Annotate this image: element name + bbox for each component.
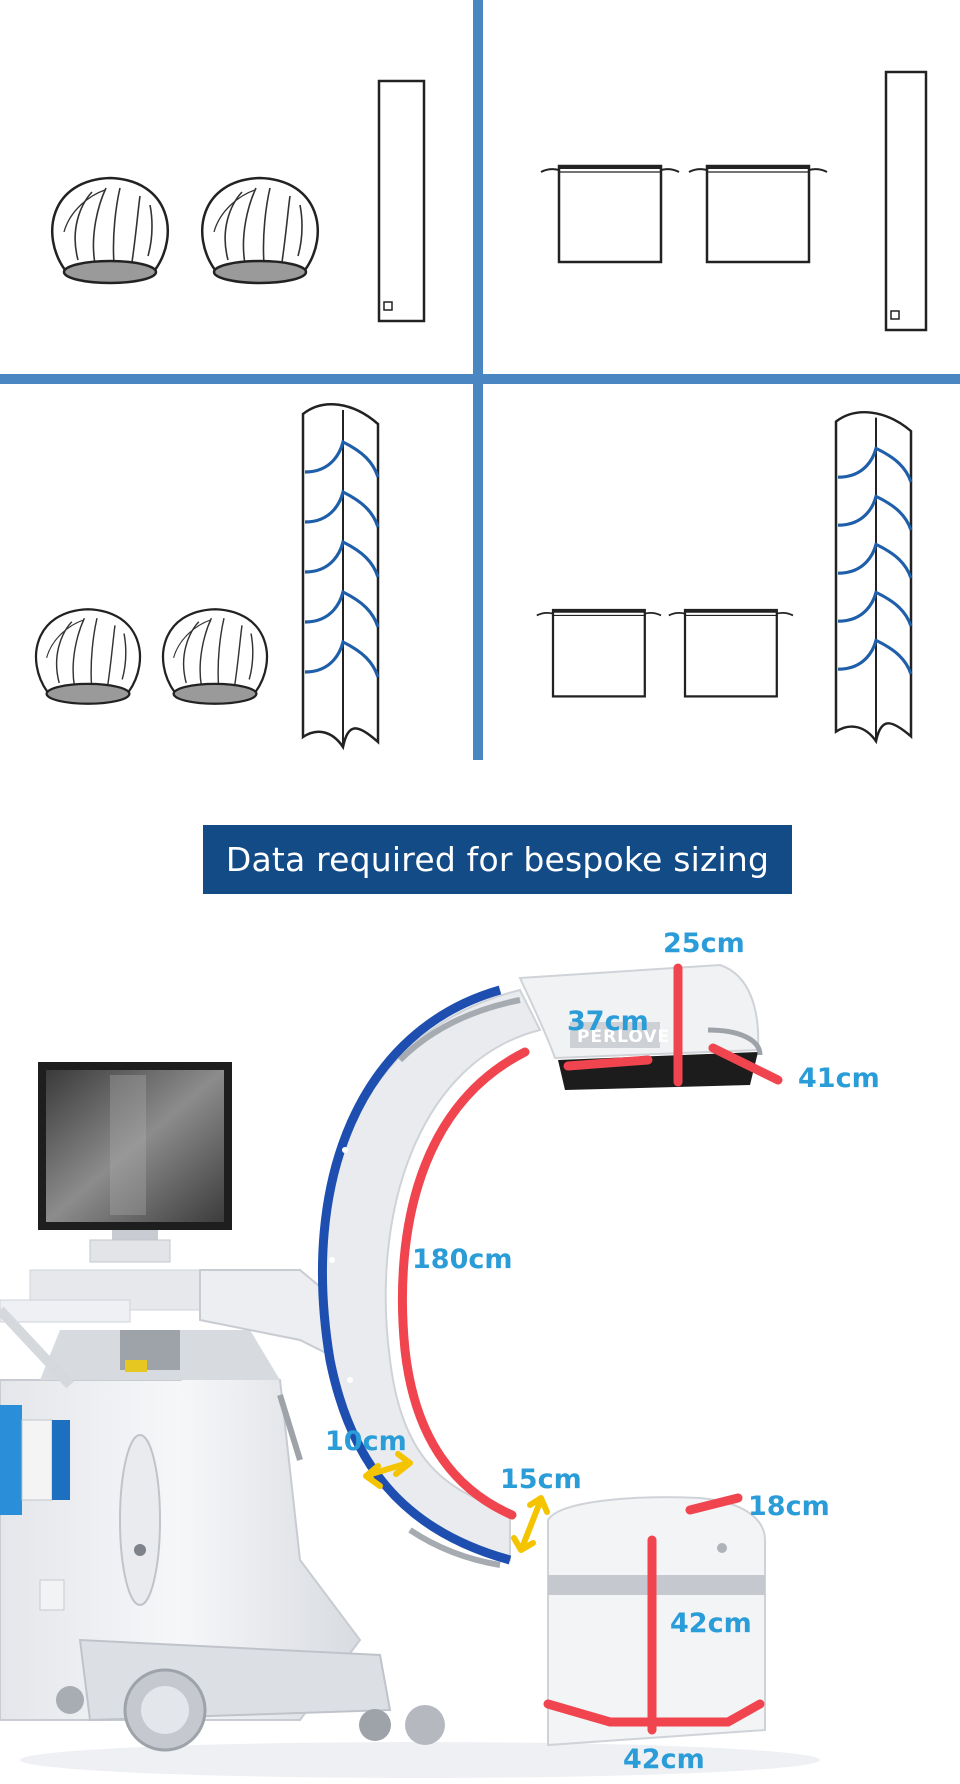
bouffant-cover-icon <box>200 176 320 285</box>
c-arm <box>317 985 542 1568</box>
label-arc-length: 180cm <box>412 1244 513 1275</box>
label-tube-height: 42cm <box>670 1608 752 1639</box>
label-tube-width: 42cm <box>623 1744 705 1775</box>
product-grid <box>0 0 960 760</box>
bouffant-cover-icon <box>34 608 142 705</box>
panel-top-left <box>50 79 426 323</box>
arm-thickness-arrow-icon <box>511 1495 550 1553</box>
label-detector-width: 37cm <box>567 1006 649 1037</box>
brand-label: PERLOVE <box>577 1027 670 1047</box>
panel-top-right <box>539 70 928 332</box>
measure-tube-width <box>543 1699 765 1727</box>
banner-title: Data required for bespoke sizing <box>225 840 770 879</box>
arc-width-arrow-icon <box>363 1451 413 1489</box>
bouffant-cover-icon <box>50 176 170 285</box>
yellow-arrows <box>363 1451 550 1553</box>
drape-strip-icon <box>884 70 928 332</box>
measure-arc-length <box>397 1047 530 1520</box>
section-banner: Data required for bespoke sizing <box>203 825 792 894</box>
arm-sleeve-icon <box>834 410 913 743</box>
arm-sleeve-icon <box>301 402 380 749</box>
monitor <box>38 1062 232 1263</box>
label-tube-depth: 18cm <box>748 1491 830 1522</box>
measure-tube-depth <box>685 1493 743 1515</box>
panel-bottom-left <box>34 402 380 749</box>
label-arc-width: 10cm <box>325 1426 407 1457</box>
drape-strip-icon <box>377 79 426 323</box>
drawstring-bag-icon <box>535 608 663 698</box>
label-detector-height: 25cm <box>663 930 745 959</box>
c-arm-measurement-diagram: PERLOVE 25cm 37cm 41cm 180c <box>0 930 880 1778</box>
label-detector-depth: 41cm <box>798 1063 880 1094</box>
drawstring-bag-icon <box>687 164 829 264</box>
dimension-labels: 25cm 37cm 41cm 180cm 10cm 15cm 18cm 42cm… <box>325 930 880 1775</box>
label-arm-thickness: 15cm <box>500 1464 582 1495</box>
measure-detector-width <box>563 1055 653 1071</box>
drawstring-bag-icon <box>539 164 681 264</box>
drawstring-bag-icon <box>667 608 795 698</box>
divider-horizontal <box>0 374 960 384</box>
panel-bottom-right <box>535 410 913 743</box>
bouffant-cover-icon <box>161 608 269 705</box>
measurement-lines <box>397 963 783 1735</box>
measure-detector-depth <box>708 1043 783 1085</box>
